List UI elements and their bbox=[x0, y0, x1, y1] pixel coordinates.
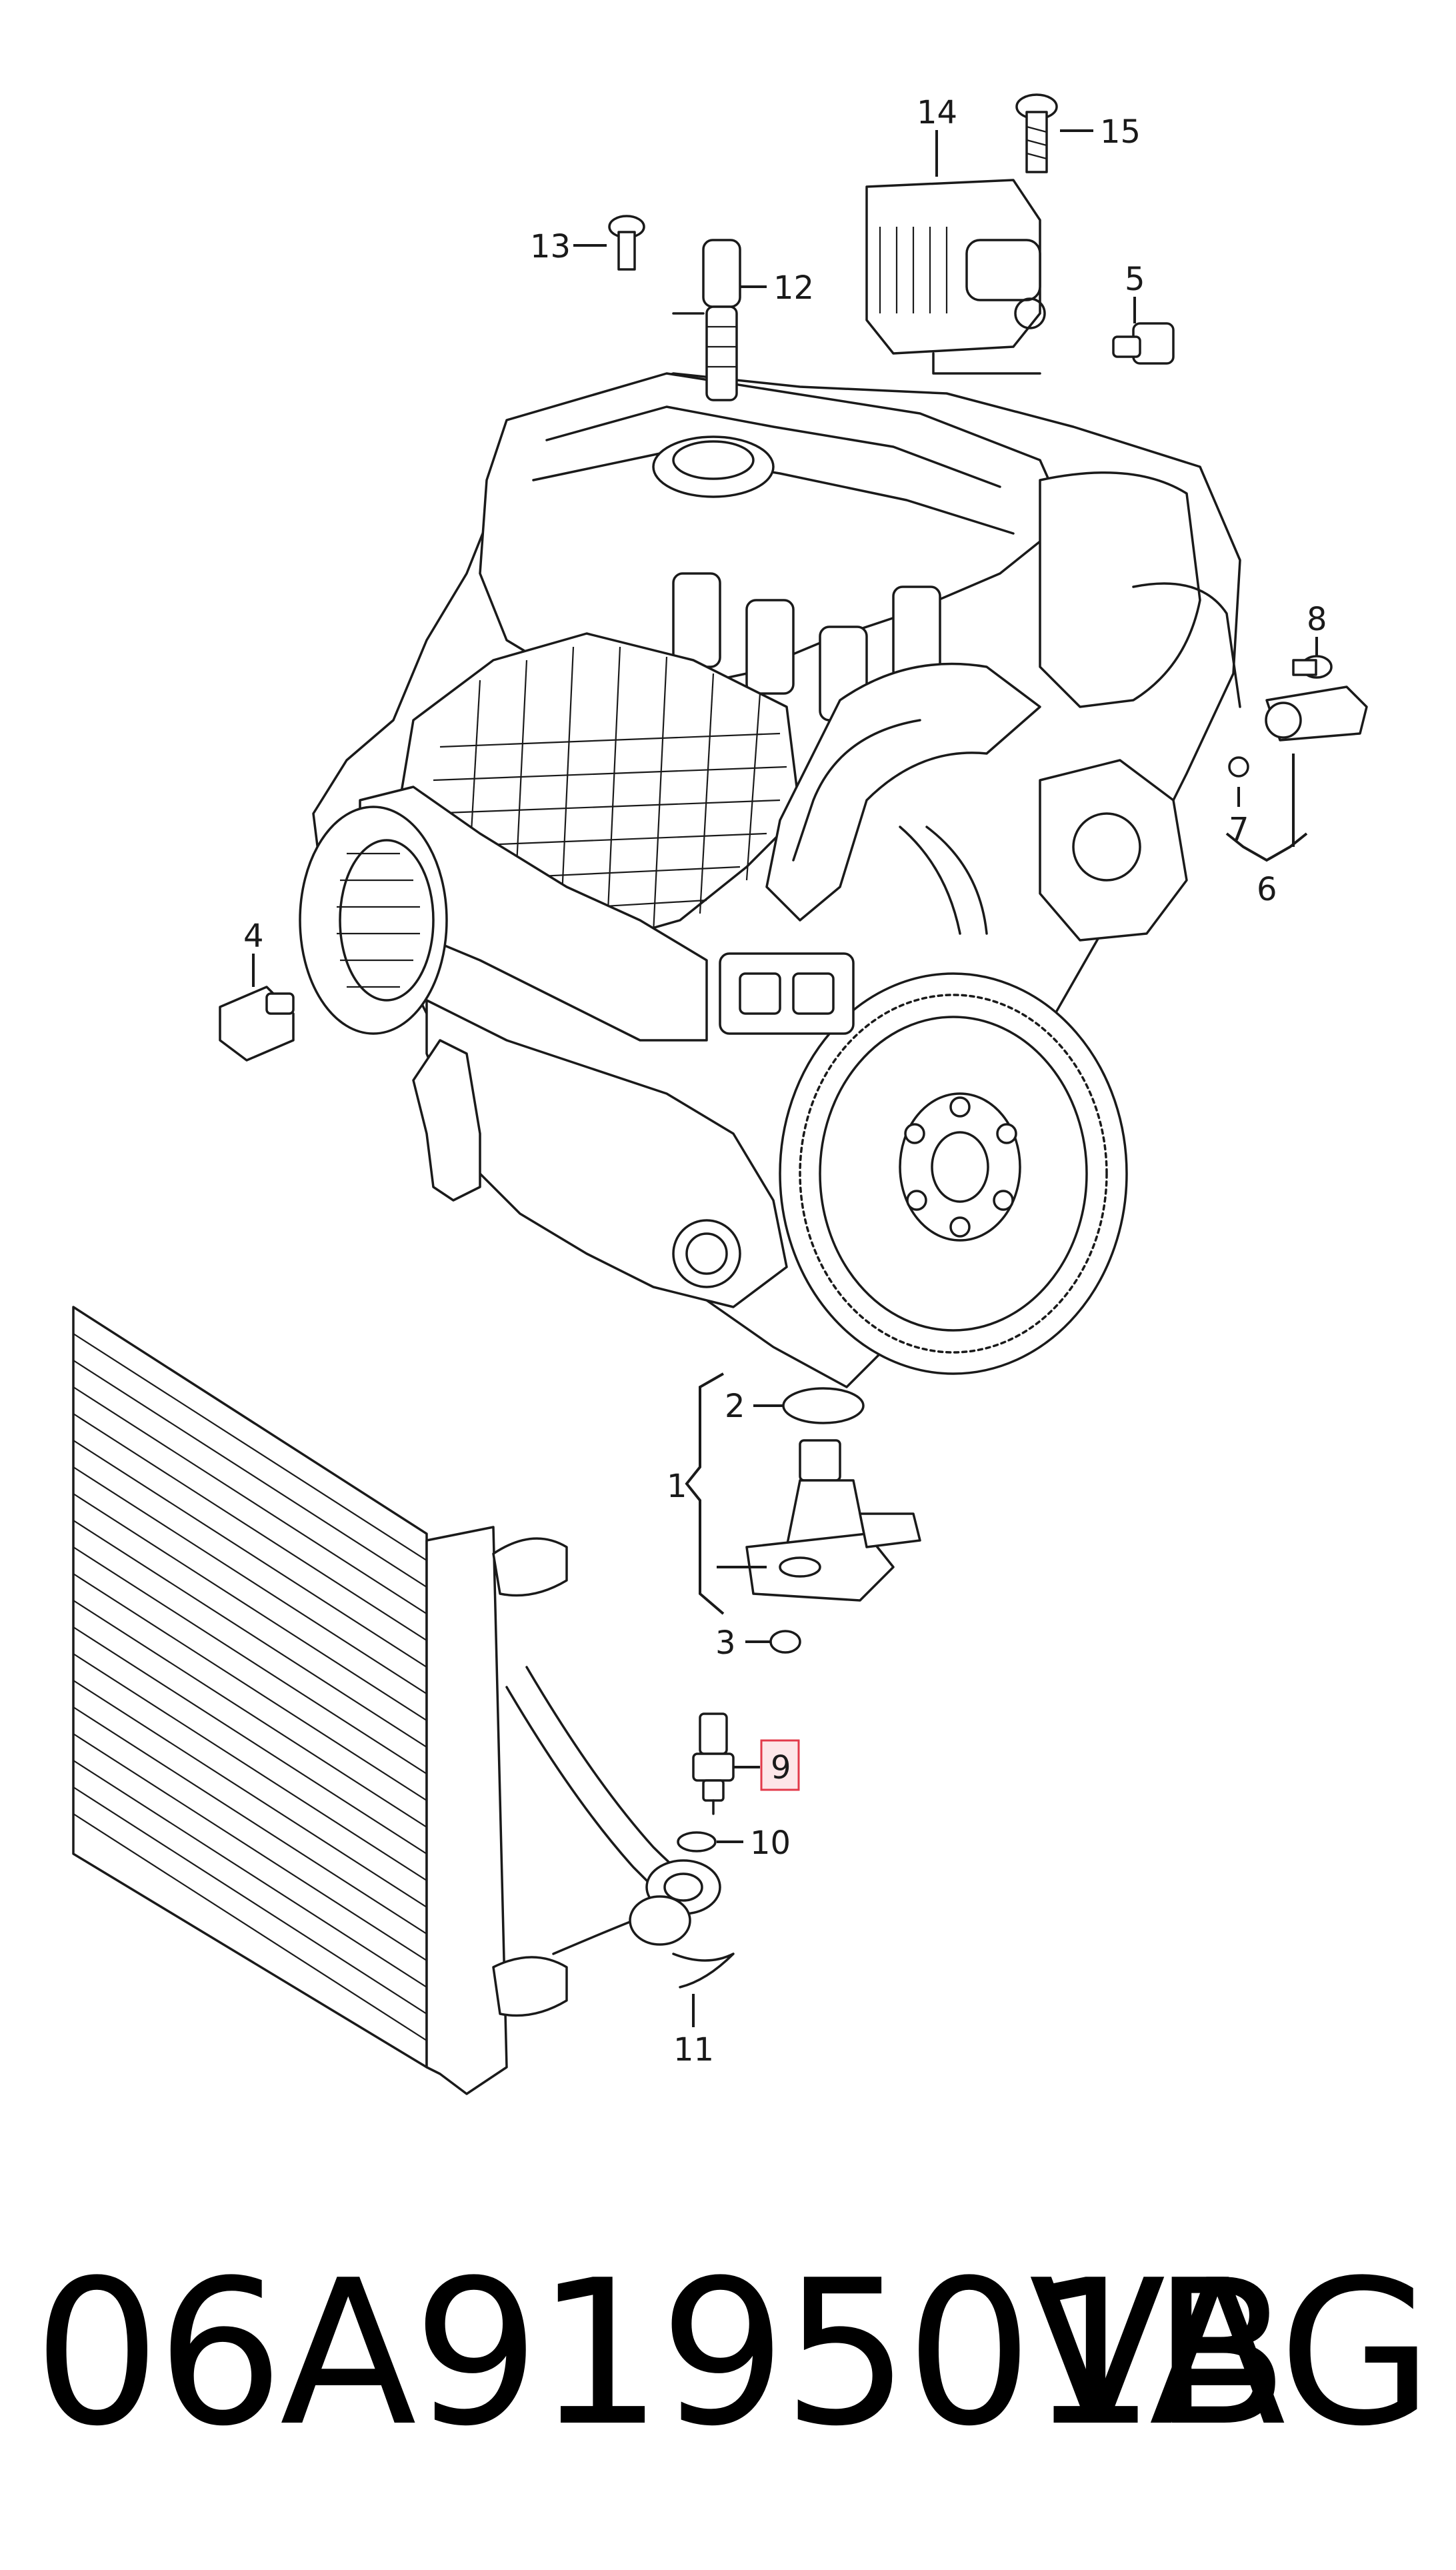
sensor-6-illustration bbox=[1265, 686, 1368, 742]
callout-6: 6 bbox=[1225, 754, 1308, 908]
callout-label-10: 10 bbox=[750, 1824, 791, 1862]
sensor-5-illustration bbox=[1112, 322, 1175, 365]
callout-4: 4 bbox=[243, 918, 264, 987]
callout-label-11: 11 bbox=[673, 2031, 714, 2069]
callout-label-12: 12 bbox=[773, 269, 814, 307]
callout-5: 5 bbox=[1125, 261, 1145, 323]
callout-label-14: 14 bbox=[917, 94, 957, 131]
radiator-illustration bbox=[72, 1306, 735, 2095]
callout-label-15: 15 bbox=[1100, 113, 1141, 151]
bolt-13-illustration bbox=[608, 215, 645, 271]
actuator-illustration bbox=[865, 179, 1046, 375]
engine-illustration bbox=[299, 372, 1241, 1388]
callout-label-8: 8 bbox=[1307, 601, 1327, 638]
nut-3-illustration bbox=[769, 1630, 801, 1654]
callout-13: 13 bbox=[530, 228, 607, 265]
sensor-4-illustration bbox=[219, 986, 295, 1062]
oring-10-illustration bbox=[677, 1831, 717, 1852]
part-number: 06A919501B bbox=[33, 2237, 1289, 2470]
coolant-temp-sensor-illustration bbox=[692, 1712, 735, 1815]
callout-label-13: 13 bbox=[530, 228, 571, 265]
callout-9: 9 bbox=[733, 1739, 800, 1791]
callout-2: 2 bbox=[725, 1388, 783, 1425]
callout-7: 7 bbox=[1229, 787, 1249, 848]
callout-11: 11 bbox=[673, 1994, 714, 2069]
callout-15: 15 bbox=[1060, 113, 1141, 151]
callout-label-7: 7 bbox=[1229, 811, 1249, 848]
valve-12-illustration bbox=[672, 239, 741, 401]
bolt-15-illustration bbox=[1015, 93, 1058, 173]
callout-label-5: 5 bbox=[1125, 261, 1145, 298]
oring-7-illustration bbox=[1228, 756, 1249, 778]
callout-label-6: 6 bbox=[1257, 871, 1277, 908]
callout-14: 14 bbox=[917, 94, 957, 177]
callout-10: 10 bbox=[717, 1824, 791, 1862]
callout-label-2: 2 bbox=[725, 1388, 745, 1425]
callout-1: 1 bbox=[667, 1372, 767, 1615]
callout-12: 12 bbox=[740, 269, 814, 307]
callout-label-9: 9 bbox=[771, 1749, 791, 1786]
callout-label-1: 1 bbox=[667, 1468, 687, 1505]
brand-name: VAG bbox=[1029, 2237, 1433, 2470]
callout-9-highlight-box bbox=[760, 1739, 800, 1791]
callout-3: 3 bbox=[715, 1624, 771, 1662]
callout-label-3: 3 bbox=[715, 1624, 736, 1662]
callout-8: 8 bbox=[1307, 601, 1327, 657]
callout-label-4: 4 bbox=[243, 918, 264, 955]
oil-sensor-illustration bbox=[745, 1387, 921, 1602]
bolt-8-illustration bbox=[1292, 655, 1333, 679]
part-info-footer: 06A919501B VAG bbox=[0, 2254, 1456, 2454]
